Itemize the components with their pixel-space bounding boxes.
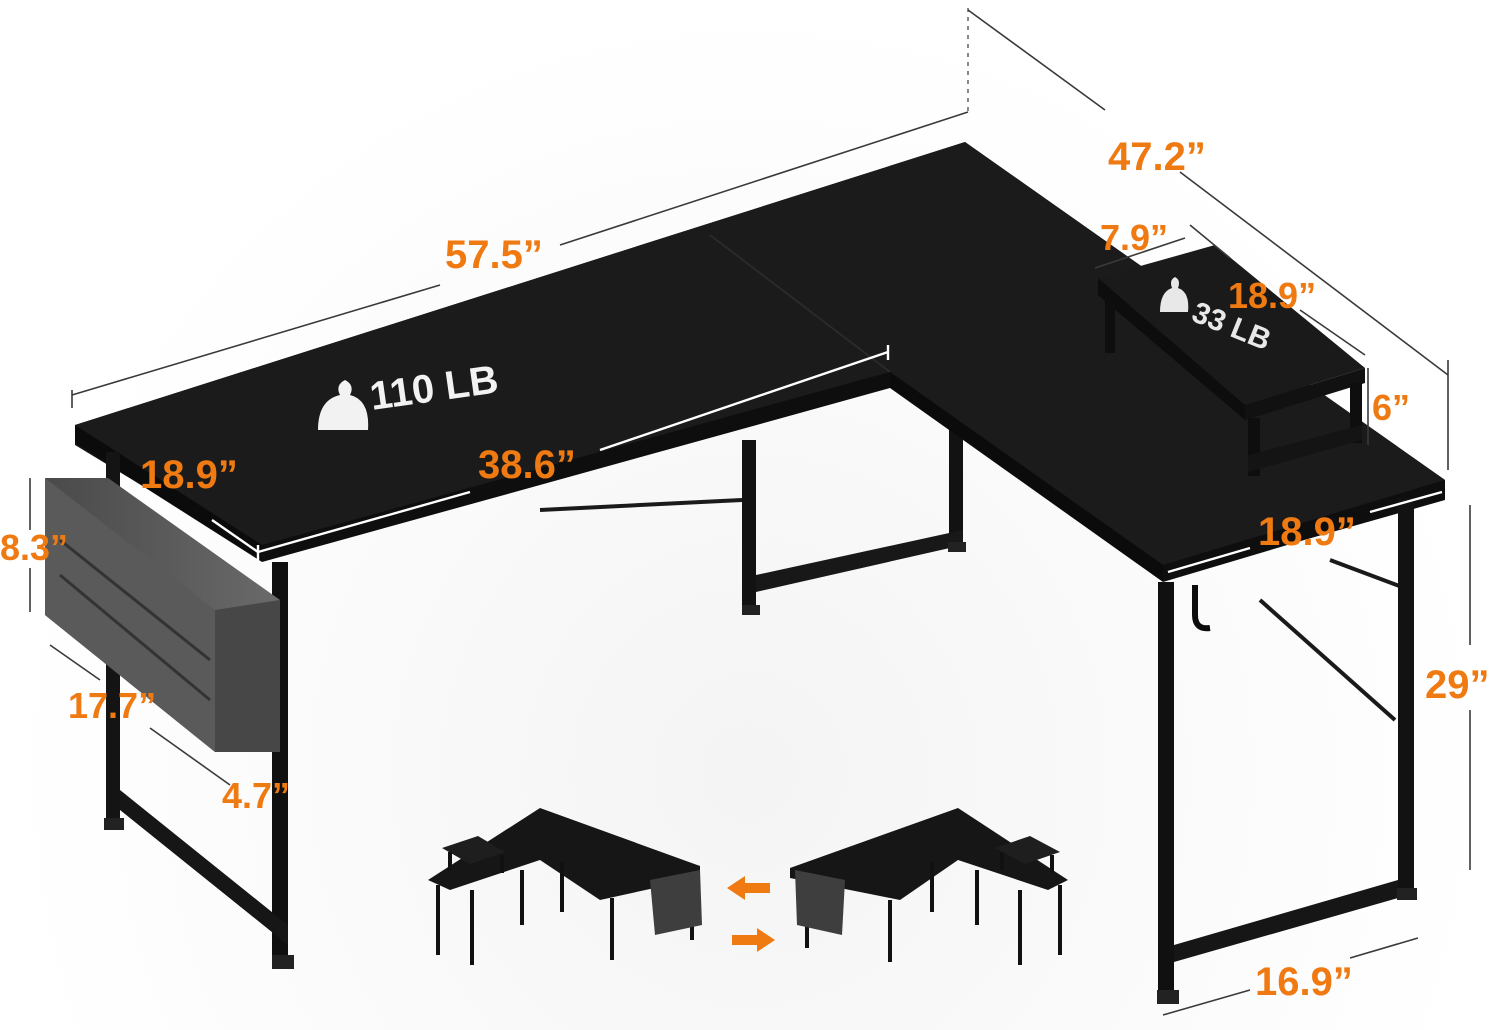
dim-short-side: 47.2” bbox=[1108, 135, 1206, 179]
dim-leg-base: 16.9” bbox=[1255, 960, 1353, 1004]
dim-stand-length: 18.9” bbox=[1228, 275, 1316, 316]
storage-bag bbox=[45, 478, 280, 752]
dimension-labels: 57.5” 47.2” 7.9” 18.9” 6” 18.9” 38.6” 18… bbox=[0, 135, 1490, 1004]
monitor-stand bbox=[1098, 245, 1365, 476]
dim-right-depth: 18.9” bbox=[1258, 510, 1356, 554]
reverse-arrows bbox=[727, 876, 775, 952]
mini-desk-right bbox=[790, 808, 1068, 965]
arrow-right-icon bbox=[732, 928, 775, 952]
headphone-hook bbox=[1192, 585, 1211, 632]
dim-stand-depth: 7.9” bbox=[1100, 217, 1168, 258]
dim-bag-height: 8.3” bbox=[0, 527, 68, 568]
arrow-left-icon bbox=[727, 876, 770, 900]
weight-icon bbox=[1160, 277, 1189, 312]
dim-inner-length: 38.6” bbox=[478, 443, 576, 487]
dimension-lines bbox=[29, 8, 1471, 1016]
dim-bag-length: 17.7” bbox=[68, 685, 156, 726]
dim-long-side: 57.5” bbox=[445, 233, 543, 277]
desk-frame-back bbox=[539, 420, 1411, 615]
dim-bag-depth: 4.7” bbox=[222, 775, 290, 816]
dim-left-depth: 18.9” bbox=[140, 453, 238, 497]
dim-desk-height: 29” bbox=[1425, 663, 1490, 707]
weight-icon bbox=[318, 380, 369, 430]
mini-desk-left bbox=[428, 808, 702, 965]
dim-stand-height: 6” bbox=[1372, 387, 1410, 428]
desk-top bbox=[75, 142, 1445, 582]
